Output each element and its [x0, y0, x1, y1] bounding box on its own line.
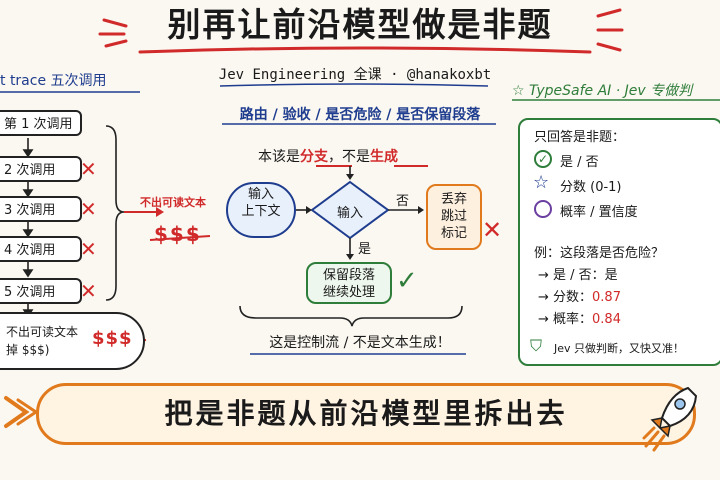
answer-row: → 分数：0.87: [538, 286, 621, 305]
discard-box: 丢弃 跳过 标记: [426, 184, 482, 250]
branch-label: 分支: [300, 149, 328, 165]
example-question: 例：这段落是否危险？: [534, 246, 665, 261]
keep-line-1: 保留段落: [322, 268, 375, 283]
x-mark-icon: ✕: [80, 157, 97, 181]
check-icon: ✓: [396, 266, 418, 296]
not-label: ，不是: [328, 149, 370, 165]
input-box-line-1: 输入: [247, 187, 274, 202]
keep-line-2: 继续处理: [322, 285, 375, 300]
route-heading: 路由 / 验收 / 是否危险 / 是否保留段落: [239, 107, 481, 123]
option-yes-no: 是 / 否: [560, 155, 599, 170]
no-readable-text-note: 不出可读文本: [140, 196, 206, 209]
star-icon: ☆: [533, 172, 550, 193]
star-icon: ☆: [512, 83, 530, 99]
left-section-title: t trace 五次调用: [0, 73, 107, 89]
x-mark-icon: ✕: [80, 237, 97, 261]
option-score: 分数 (0-1): [560, 180, 622, 195]
circle-icon: [534, 200, 552, 218]
keep-paragraph-box: 保留段落 继续处理: [306, 262, 392, 304]
check-circle-icon: ✓: [534, 150, 552, 168]
answer-value: 0.87: [592, 290, 621, 305]
answer-value: 0.84: [592, 312, 621, 327]
cloud-line-1: 不出可读文本: [6, 325, 79, 339]
yes-branch-label: 是: [358, 242, 372, 257]
right-section-title-text: TypeSafe AI · Jev 专做判: [529, 83, 693, 99]
decision-label: 输入: [336, 206, 363, 221]
right-section-title: ☆ TypeSafe AI · Jev 专做判: [512, 80, 692, 100]
option-probability: 概率 / 置信度: [560, 205, 638, 220]
answer-value: 是: [604, 268, 618, 283]
money-cost: $$$: [154, 222, 202, 246]
no-branch-label: 否: [396, 194, 410, 209]
call-step-4: 4 次调用: [0, 236, 82, 262]
should-be-line: 本该是分支，不是生成: [258, 146, 398, 166]
cost-cloud: 不出可读文本 掉 $$$): [0, 312, 145, 370]
call-step-3: 3 次调用: [0, 196, 82, 222]
discard-line-2: 跳过: [440, 209, 467, 224]
answer-row: → 概率：0.84: [538, 308, 621, 327]
control-flow-note: 这是控制流 / 不是文本生成！: [269, 335, 451, 351]
x-mark-icon: ✕: [80, 197, 97, 221]
discard-line-1: 丢弃: [440, 192, 467, 207]
input-box-line-2: 上下文: [241, 204, 281, 219]
call-step-1: 第 1 次调用: [0, 110, 82, 136]
verdict-text: Jev 只做判断，又快又准！: [554, 342, 685, 355]
page-title: 别再让前沿模型做是非题: [167, 5, 553, 44]
bottom-banner: 把是非题从前沿模型里拆出去: [36, 383, 696, 445]
answer-row: → 是 / 否：是: [538, 264, 618, 283]
x-mark-icon: ✕: [482, 216, 503, 244]
should-be-label: 本该是: [258, 149, 300, 165]
cloud-line-2: 掉 $$$): [6, 343, 50, 357]
discard-line-3: 标记: [440, 226, 467, 241]
input-context-box: 输入 上下文: [226, 182, 296, 238]
only-answer-label: 只回答是非题：: [534, 130, 626, 145]
cloud-money: $$$: [92, 328, 133, 349]
call-step-2: 2 次调用: [0, 156, 82, 182]
answer-label: → 概率：: [538, 312, 593, 327]
rocket-icon: [642, 386, 698, 452]
shield-check-icon: ⛉: [530, 336, 543, 355]
subtitle: Jev Engineering 全课 · @hanakoxbt: [218, 67, 492, 83]
answer-label: → 是 / 否：: [538, 268, 605, 283]
generation-label: 生成: [370, 149, 398, 165]
call-step-5: 5 次调用: [0, 278, 82, 304]
x-mark-icon: ✕: [80, 279, 97, 303]
answer-label: → 分数：: [538, 290, 593, 305]
